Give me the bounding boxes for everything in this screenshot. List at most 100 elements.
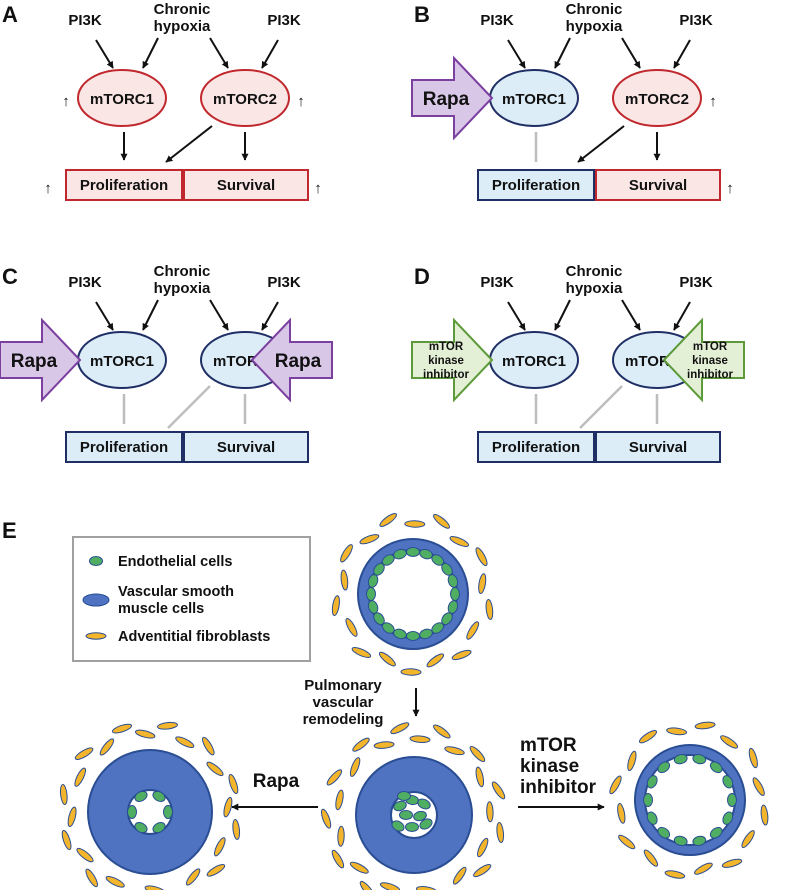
endothelial-cell <box>405 822 419 832</box>
fibroblast-cell <box>61 829 72 851</box>
vessel-rapa-treated <box>59 721 241 890</box>
endothelial-cell <box>646 775 658 789</box>
legend-fibroblasts-label: Adventitial fibroblasts <box>118 629 270 645</box>
fibroblast-cell <box>74 747 94 760</box>
endothelial-cell <box>127 805 137 819</box>
endothelial-cell <box>163 805 173 819</box>
fibroblast-cell <box>627 750 637 772</box>
rapa-label-right: Rapa <box>275 351 322 372</box>
proliferation-label: Proliferation <box>492 439 580 456</box>
pi3k-label-right: PI3K <box>267 12 301 29</box>
endothelial-cell <box>419 818 433 830</box>
fibroblast-cell <box>185 868 201 886</box>
pi3k-label-left: PI3K <box>68 12 102 29</box>
kinase-inhibitor-label-left-line2: kinase <box>428 355 464 367</box>
fibroblast-cell <box>694 862 713 875</box>
kinase-inhibitor-treatment-label-line3: inhibitor <box>520 777 597 798</box>
fibroblast-cell <box>404 520 426 528</box>
fibroblast-cell <box>337 825 345 847</box>
mtorc2-ellipse <box>612 69 702 127</box>
fibroblast-cell <box>390 722 410 735</box>
endothelial-cell <box>450 587 460 601</box>
link-mtorc2-proliferation <box>579 385 623 429</box>
rapa-label-left: Rapa <box>423 89 470 110</box>
vessel-remodeled <box>321 722 506 890</box>
fibroblast-cell <box>409 735 431 743</box>
survival-box <box>183 169 309 201</box>
legend-vsm-label-line2: muscle cells <box>118 601 204 617</box>
rapa-block-arrow-right <box>250 317 333 403</box>
kinase-inhibitor-label-right-line3: inhibitor <box>687 369 734 381</box>
vessel-normal <box>331 513 494 676</box>
endothelial-cell <box>657 761 671 774</box>
kinase-inhibitor-label-left-line3: inhibitor <box>423 369 470 381</box>
survival-box <box>595 431 721 463</box>
legend-fibroblast-icon <box>85 632 107 640</box>
arrow-hypoxia-to-mtorc2 <box>209 299 229 331</box>
fibroblast-cell <box>213 837 226 857</box>
survival-label: Survival <box>629 177 687 194</box>
panel-letter: B <box>414 2 430 27</box>
survival-increase-arrow: ↑ <box>314 180 322 197</box>
fibroblast-cell <box>433 514 450 529</box>
fibroblast-cell <box>617 803 626 824</box>
pi3k-label-left: PI3K <box>480 12 514 29</box>
fibroblast-cell <box>748 747 758 769</box>
fibroblast-cell <box>752 777 765 796</box>
fibroblast-cell <box>105 875 125 888</box>
fibroblast-cell <box>426 653 445 668</box>
fibroblast-cell <box>496 822 505 843</box>
panel-letter-e: E <box>2 518 17 543</box>
rapa-treatment-label: Rapa <box>253 771 300 792</box>
rapa-label-left: Rapa <box>11 351 58 372</box>
fibroblast-cell <box>449 536 470 547</box>
fibroblast-cell <box>331 849 345 869</box>
legend-vsm-icon <box>82 593 110 607</box>
fibroblast-cell <box>433 724 451 739</box>
fibroblast-cell <box>720 735 739 749</box>
fibroblast-cell <box>157 721 178 730</box>
fibroblast-cell <box>475 766 485 788</box>
fibroblast-cell <box>694 721 716 730</box>
fibroblast-cell <box>491 781 506 800</box>
fibroblast-cell <box>609 775 622 795</box>
fibroblast-cell <box>175 736 195 749</box>
fibroblast-cell <box>473 864 492 878</box>
endothelial-cell <box>397 791 411 801</box>
fibroblast-cell <box>359 880 375 890</box>
fibroblast-cell <box>666 727 688 736</box>
fibroblast-cell <box>741 830 755 849</box>
endothelial-cell <box>646 811 658 825</box>
link-mtorc2-proliferation <box>167 385 211 429</box>
fibroblast-cell <box>352 737 370 752</box>
pi3k-label-left: PI3K <box>68 274 102 291</box>
pi3k-label-right: PI3K <box>679 12 713 29</box>
mtorc2-ellipse <box>200 69 290 127</box>
fibroblast-cell <box>664 870 686 879</box>
pi3k-label-right: PI3K <box>679 274 713 291</box>
chronic-hypoxia-label-line2: hypoxia <box>566 280 623 297</box>
panel-letter: C <box>2 264 18 289</box>
arrow-hypoxia-to-mtorc2 <box>621 37 641 69</box>
rapa-block-arrow-left <box>0 317 82 403</box>
fibroblast-cell <box>74 767 87 787</box>
endothelial-cell <box>709 826 723 839</box>
mtorc1-increase-arrow: ↑ <box>62 93 70 110</box>
mtorc1-ellipse <box>77 69 167 127</box>
fibroblast-cell <box>638 730 658 744</box>
endothelial-cell <box>447 574 459 588</box>
mtorc1-label: mTORC1 <box>90 353 154 370</box>
arrow-pi3k-to-mtorc1 <box>507 39 526 69</box>
chronic-hypoxia-label-line2: hypoxia <box>154 18 211 35</box>
endothelial-cell <box>417 798 431 810</box>
arrow-hypoxia-to-mtorc2 <box>209 37 229 69</box>
kinase-inhibitor-treatment-label-line1: mTOR <box>520 735 577 756</box>
endothelial-cell <box>727 793 737 807</box>
fibroblast-cell <box>379 882 401 890</box>
arrow-pi3k-to-mtorc2 <box>673 39 691 69</box>
proliferation-box <box>65 431 183 463</box>
